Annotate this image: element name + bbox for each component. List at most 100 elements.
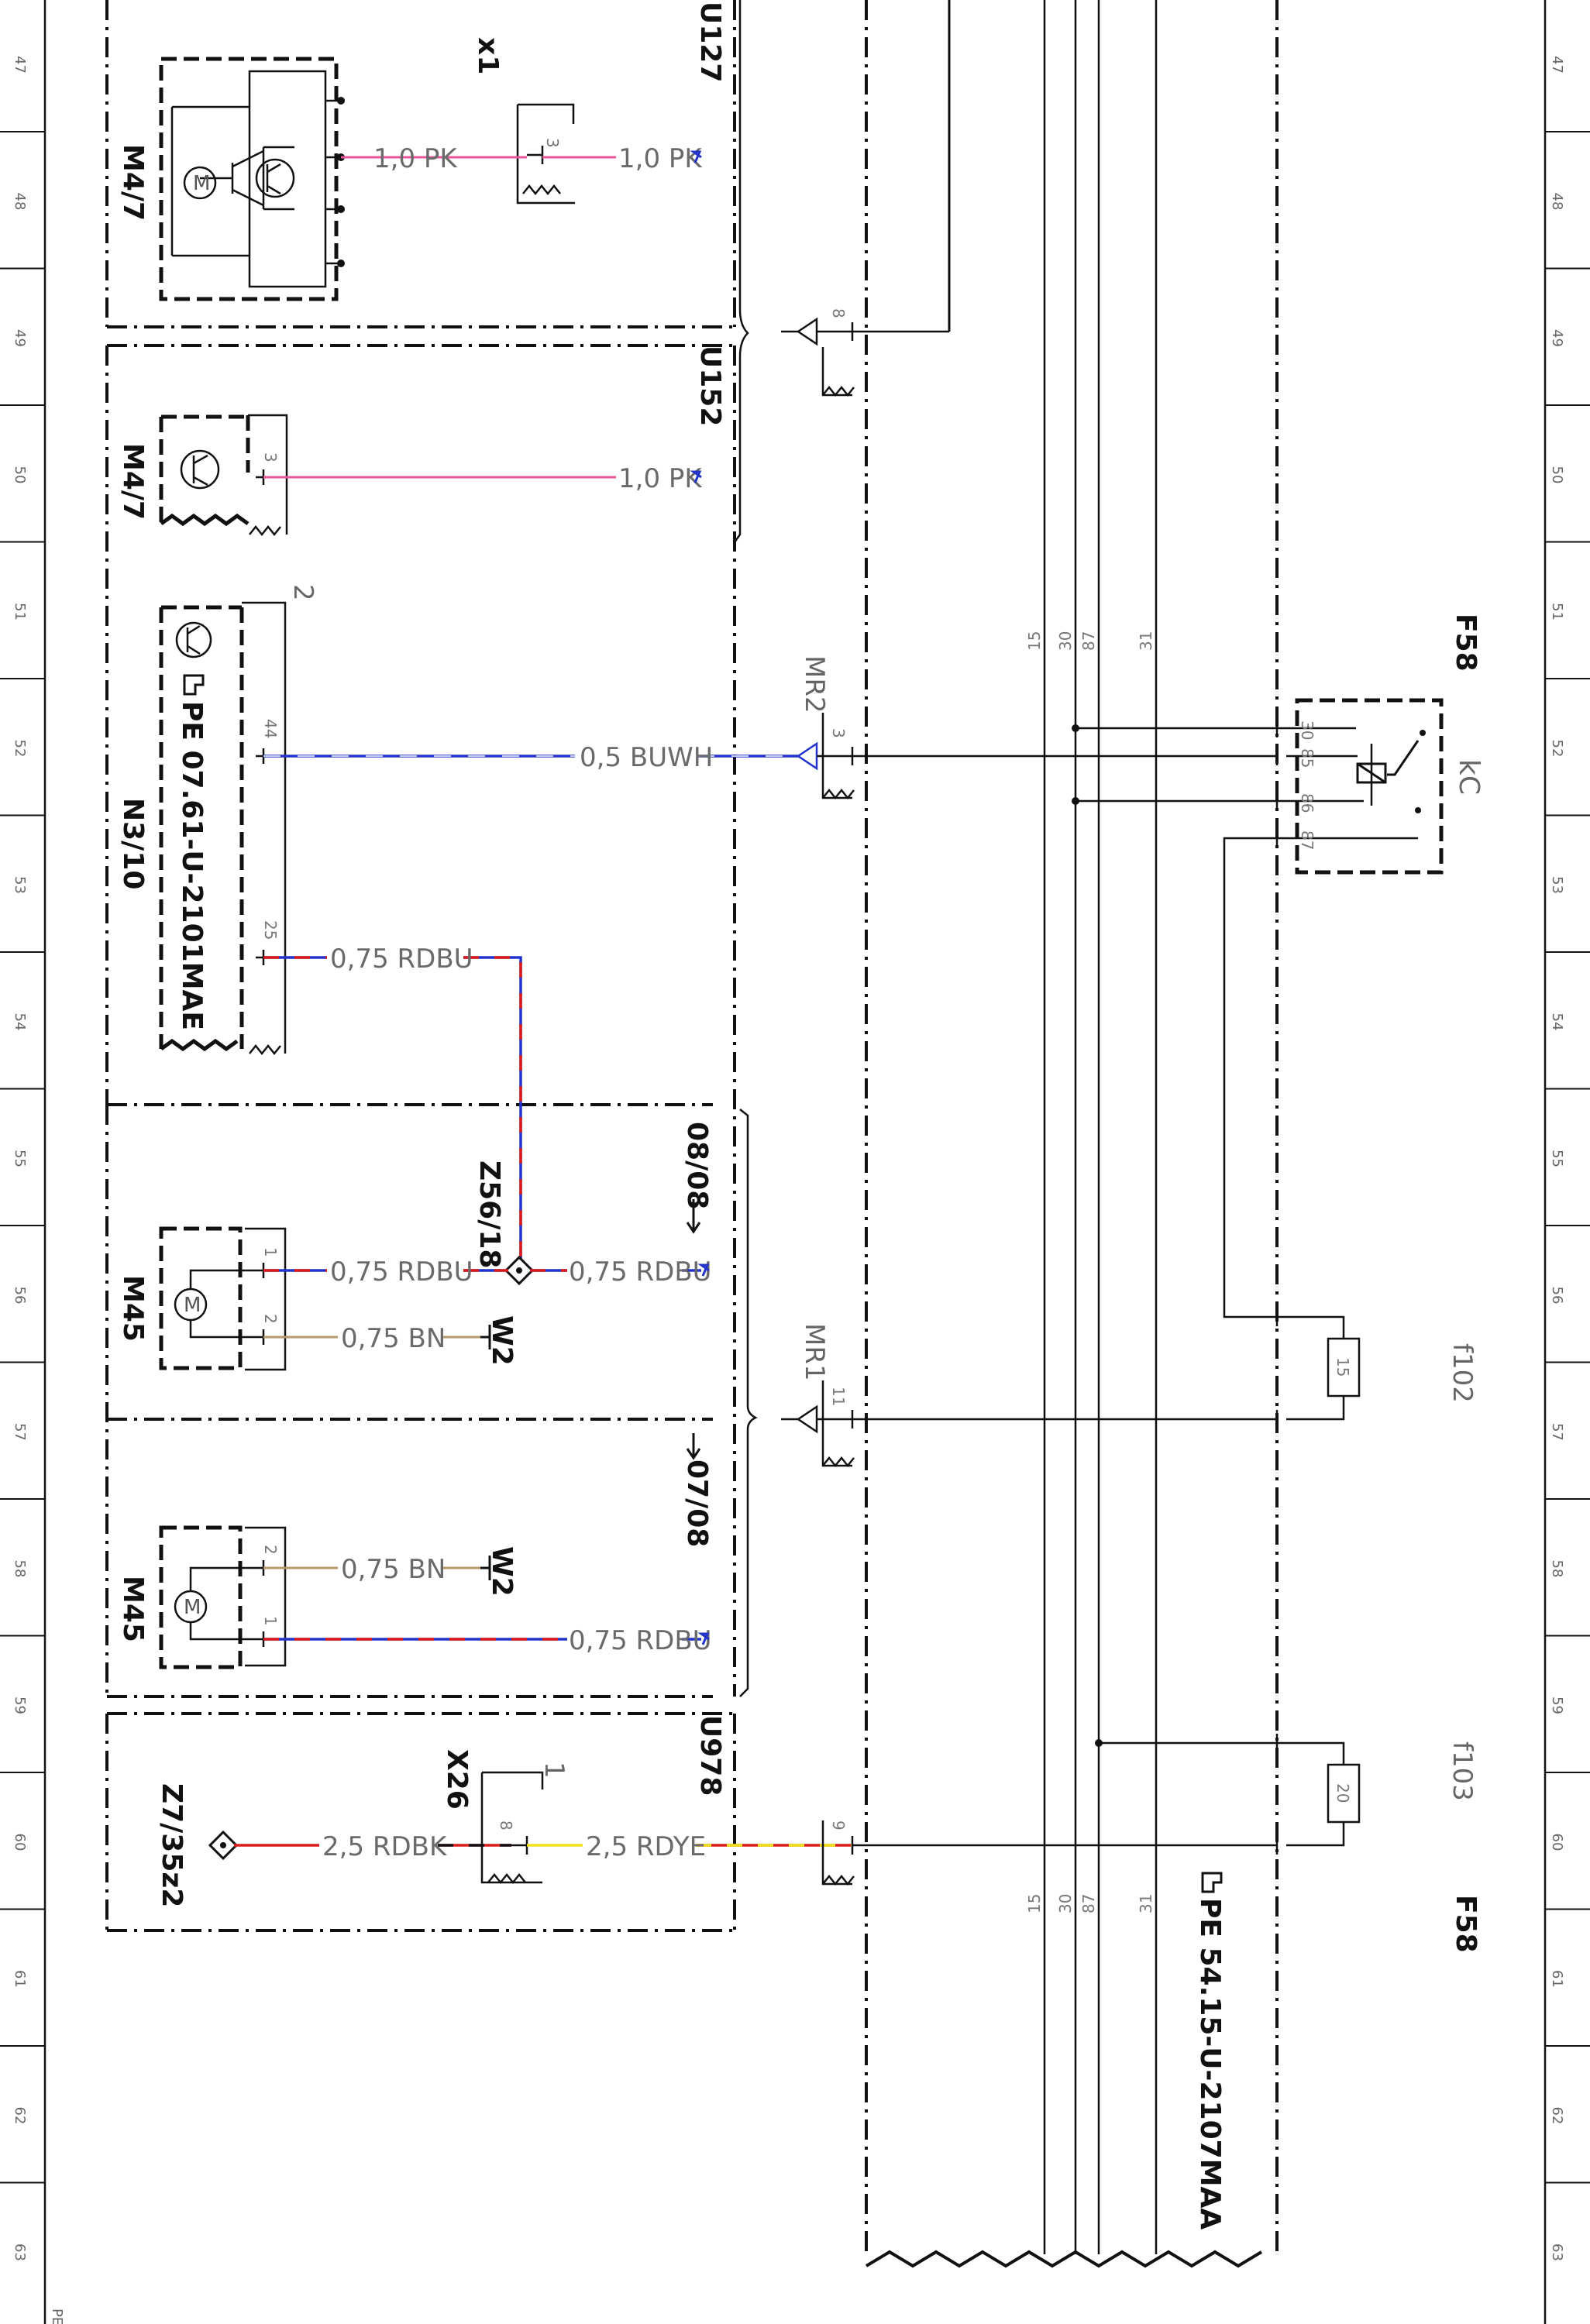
u127-label: U127 [694,2,726,82]
ruler-number: 53 [1549,876,1565,894]
pe-reference-bottom: PE 54.15-U-2107MAA [1194,1898,1226,2229]
fuse-f103 [1099,1741,1361,1847]
bus-label-15: 15 [1025,631,1044,651]
z56-18-label: Z56/18 [473,1160,505,1268]
wire-end-tilde [690,470,702,483]
m45-a-pin-1: 1 [261,1247,280,1257]
n3-10-pin-25: 25 [261,920,280,940]
w2-a-label: W2 [486,1315,518,1366]
u978-pin-9-label: 9 [829,1820,848,1831]
fuse-f102-value: 15 [1334,1357,1352,1377]
wire-label-w1: 1,0 PK [373,143,458,174]
m45-a-pin-2: 2 [261,1314,280,1324]
ruler-number: 52 [1549,740,1565,758]
ruler-number: 58 [1549,1560,1565,1578]
ruler-number: 54 [1549,1013,1565,1031]
wire-end-tilde [690,150,702,163]
m4-7-top-label: M4/7 [117,144,149,221]
ruler-number: 63 [12,2243,28,2261]
module-braces [733,0,758,1697]
x26-connector [480,1771,544,1885]
ruler-number: 52 [12,740,28,758]
wire-label-w9: 0,75 BN [341,1554,446,1585]
wire-label-w11: 2,5 RDBK [322,1831,448,1862]
w2-b-label: W2 [486,1546,518,1597]
u978-label: U978 [694,1715,726,1796]
reference-08-08: 08/08 [681,1122,713,1209]
u127-pin-8-label: 8 [829,308,848,318]
x26-pin-8: 8 [497,1820,515,1831]
x1-label: x1 [472,37,504,74]
x1-pin-3: 3 [543,138,562,148]
svg-text:M: M [184,1596,201,1619]
mr2-pin-3: 3 [829,728,848,738]
kc-pin-30: 30 [1298,720,1316,740]
ruler-number: 59 [12,1697,28,1714]
ruler-number: 62 [12,2107,28,2125]
bus-lines [1043,0,1158,2254]
pointing-hand-icon [183,674,205,696]
bus-label-87: 87 [1079,631,1098,651]
ruler-number: 51 [1549,603,1565,621]
ruler-number: 49 [1549,329,1565,347]
motor-symbol [183,166,217,200]
z7-35z2-label: Z7/35z2 [156,1783,188,1907]
n3-10-label: N3/10 [117,798,149,889]
transistor-symbol [255,158,295,198]
wire-label-w12: 2,5 RDYE [586,1831,706,1862]
bus-label-15: 15 [1025,1894,1044,1913]
m4-7-bottom-component [159,414,288,537]
m45-b-label: M45 [117,1576,149,1642]
bus-label-31: 31 [1137,1894,1155,1913]
wire-label-w8: 0,75 BN [341,1323,446,1354]
ruler-number: 48 [12,193,28,211]
mr1-connector [781,1380,1277,1468]
wire-label-w7: 0,75 RDBU [569,1257,712,1287]
fuse-f102-label: f102 [1447,1343,1478,1403]
ruler-number: 56 [12,1287,28,1305]
wire-label-w3: 1,0 PK [618,463,703,494]
ruler-number: 57 [1549,1423,1565,1441]
ruler-number: 58 [12,1560,28,1578]
fuse-f102 [1286,1315,1361,1421]
ruler-number: 56 [1549,1287,1565,1305]
wire-label-w2: 1,0 PK [618,143,703,174]
ruler-number: 50 [12,466,28,484]
ground-w2-b [480,1556,491,1580]
ruler-number: 48 [1549,193,1565,211]
x26-label: X26 [441,1749,473,1810]
kc-pin-85: 85 [1298,748,1316,768]
bus-label-30: 30 [1056,631,1075,651]
kc-relay [1286,698,1444,875]
m4-7-pin-3: 3 [261,452,280,462]
mr2-connector [796,713,1277,800]
kc-label: kC [1453,759,1485,795]
mr1-pin-11: 11 [829,1387,848,1406]
ground-w2-a [480,1325,491,1349]
ruler-number: 60 [12,1834,28,1851]
f58-bottom-label: F58 [1450,1895,1482,1953]
wire-label-w10: 0,75 RDBU [569,1625,712,1656]
wire-end-tilde [697,1632,710,1645]
ruler-number: 59 [1549,1697,1565,1714]
arrow-down-icon [686,1199,701,1234]
ruler-number: 51 [12,603,28,621]
u152-label: U152 [694,346,726,426]
svg-text:M: M [193,172,210,195]
kc-pin-87: 87 [1298,830,1316,850]
z56-18-splice [504,1255,535,1286]
wire-end-tilde [697,1263,710,1277]
m45-b-component: M [159,1525,287,1669]
fuse-f103-label: f103 [1447,1741,1478,1801]
ruler-number: 57 [12,1423,28,1441]
bus-label-31: 31 [1137,631,1155,651]
fuse-f103-value: 20 [1334,1783,1352,1803]
n3-10-component [159,601,287,1056]
m45-a-label: M45 [117,1275,149,1342]
u127-pin-8 [781,0,951,397]
page-reference: PE 5 [49,2309,65,2324]
pe-reference-n3-10: PE 07.61-U-2101MAE [176,701,208,1030]
f58-top-label: F58 [1450,614,1482,672]
ruler-number: 61 [1549,1970,1565,1988]
